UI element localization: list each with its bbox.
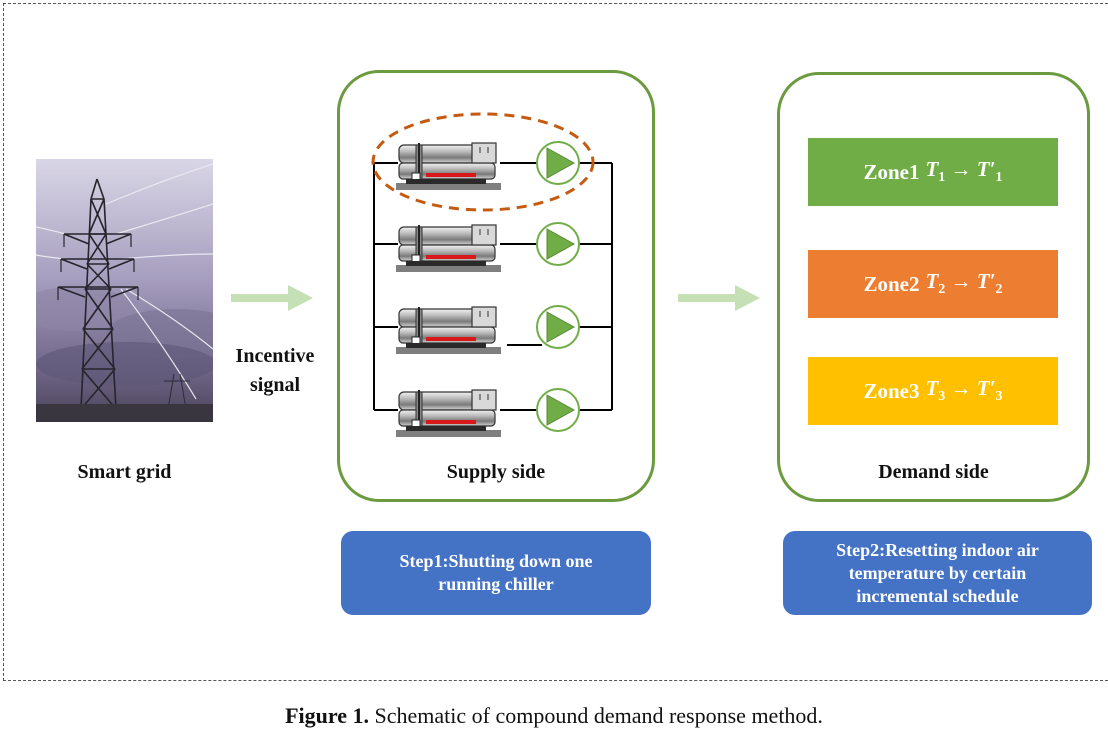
zone1-box: Zone1 T1 → T′1	[808, 138, 1058, 206]
pump-4	[536, 388, 580, 432]
transmission-tower-photo	[36, 159, 213, 422]
pump-1	[536, 141, 580, 185]
arrow-to-demand	[678, 285, 760, 311]
arrow-to-supply	[231, 285, 313, 311]
figure-caption: Figure 1. Schematic of compound demand r…	[285, 703, 823, 728]
zone2-box: Zone2 T2 → T′2	[808, 250, 1058, 318]
pump-2	[536, 222, 580, 266]
chiller-unit-4	[395, 389, 502, 438]
zone3-box: Zone3 T3 → T′3	[808, 357, 1058, 425]
smart-grid-label: Smart grid	[77, 461, 172, 483]
step2-box: Step2:Resetting indoor air temperature b…	[783, 531, 1092, 615]
chiller-unit-3	[395, 306, 502, 355]
step1-box: Step1:Shutting down one running chiller	[341, 531, 651, 615]
pump-3	[536, 305, 580, 349]
shutdown-highlight-ellipse	[371, 112, 595, 212]
figure-frame	[3, 3, 1108, 681]
demand-side-label: Demand side	[878, 461, 989, 483]
supply-side-label: Supply side	[446, 461, 546, 483]
chiller-unit-2	[395, 224, 502, 273]
incentive-signal-label: Incentive signal	[235, 345, 315, 396]
chiller-unit-1	[395, 142, 502, 191]
